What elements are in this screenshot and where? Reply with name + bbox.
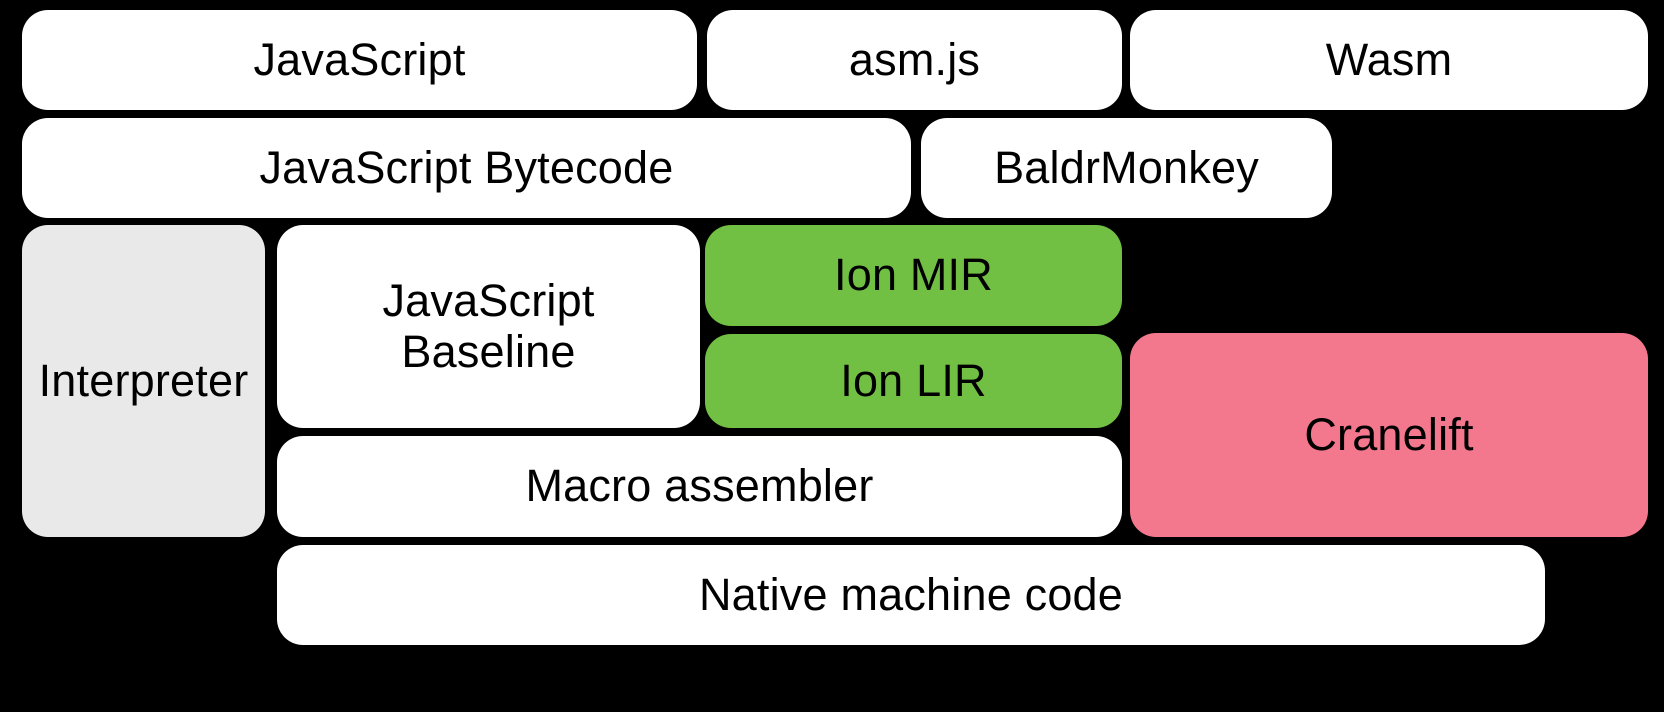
box-wasm[interactable]: Wasm — [1130, 10, 1648, 110]
box-ion-lir[interactable]: Ion LIR — [705, 334, 1122, 428]
box-javascript[interactable]: JavaScript — [22, 10, 697, 110]
box-ion-mir[interactable]: Ion MIR — [705, 225, 1122, 326]
box-baldrmonkey[interactable]: BaldrMonkey — [921, 118, 1332, 218]
box-macro-assembler[interactable]: Macro assembler — [277, 436, 1122, 537]
box-javascript-baseline[interactable]: JavaScript Baseline — [277, 225, 700, 428]
box-javascript-bytecode[interactable]: JavaScript Bytecode — [22, 118, 911, 218]
box-interpreter[interactable]: Interpreter — [22, 225, 265, 537]
box-asm-js[interactable]: asm.js — [707, 10, 1122, 110]
box-cranelift[interactable]: Cranelift — [1130, 333, 1648, 537]
box-native-machine-code[interactable]: Native machine code — [277, 545, 1545, 645]
